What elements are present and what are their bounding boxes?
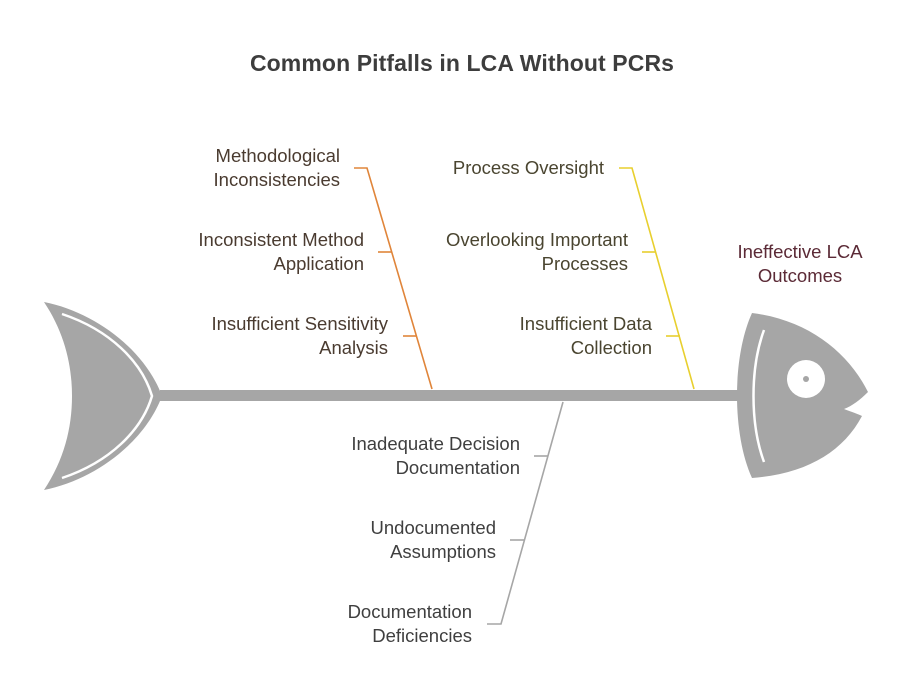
- effect-label: Ineffective LCA Outcomes: [737, 241, 863, 286]
- fish-tail-highlight: [61, 312, 154, 480]
- cause-orange-3: Insufficient Sensitivity Analysis: [211, 313, 388, 358]
- branch-orange: [354, 167, 433, 390]
- cause-yellow-1: Process Oversight: [452, 157, 604, 178]
- fish-spine: [160, 390, 740, 401]
- cause-gray-1: Inadequate Decision Documentation: [351, 433, 520, 478]
- fish-gill: [752, 329, 766, 463]
- branch-yellow: [619, 167, 695, 390]
- cause-gray-2: Undocumented Assumptions: [370, 517, 496, 562]
- fish-pupil: [803, 376, 809, 382]
- cause-yellow-2: Overlooking Important Processes: [445, 229, 628, 274]
- cause-orange-1: Methodological Inconsistencies: [213, 145, 340, 190]
- branch-orange-bone: [354, 167, 433, 390]
- diagram-title: Common Pitfalls in LCA Without PCRs: [249, 50, 675, 76]
- cause-gray-3: Documentation Deficiencies: [347, 601, 472, 646]
- branch-gray: [487, 401, 564, 625]
- branch-gray-bone: [487, 401, 564, 625]
- fish-tail: [44, 302, 162, 490]
- cause-orange-2: Inconsistent Method Application: [198, 229, 364, 274]
- cause-yellow-3: Insufficient Data Collection: [519, 313, 652, 358]
- branch-yellow-bone: [619, 167, 695, 390]
